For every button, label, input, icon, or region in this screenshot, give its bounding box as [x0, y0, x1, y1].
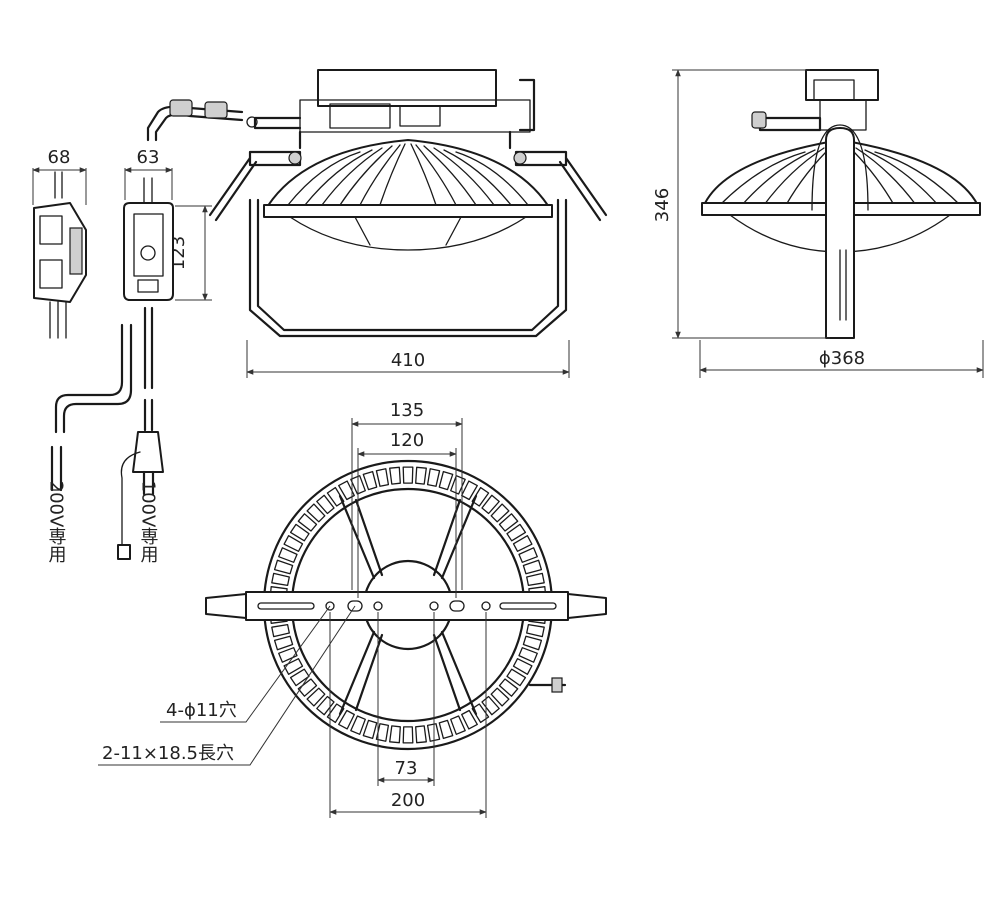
fin-block: [283, 658, 304, 675]
fin-block: [526, 572, 545, 587]
fin-block: [306, 503, 326, 523]
dim-side-diameter: ϕ368: [819, 348, 865, 369]
dim-plug100-width: 63: [137, 147, 160, 168]
dim-bottom-bracket: 200: [391, 790, 425, 811]
plug100-voltage-label: 100V専用: [138, 481, 159, 564]
fin-block: [289, 668, 310, 687]
fin-block: [518, 647, 538, 663]
fin-block: [512, 658, 533, 675]
dim-bottom-outer: 135: [390, 400, 424, 421]
fin-block: [471, 486, 490, 507]
dim-bottom-inner: 120: [390, 430, 424, 451]
fin-block: [283, 535, 304, 552]
fin-block: [426, 723, 441, 742]
fin-block: [522, 559, 543, 575]
fin-block: [490, 503, 510, 523]
side-view: 346 ϕ368: [652, 69, 984, 378]
fin-block: [481, 695, 500, 716]
fin-block: [461, 480, 478, 501]
fin-block: [362, 719, 378, 740]
fin-block: [522, 635, 543, 651]
fin-block: [326, 486, 345, 507]
fin-block: [490, 687, 510, 707]
round-hole-note: 4-ϕ11穴: [166, 700, 237, 721]
fin-block: [498, 513, 519, 532]
fin-block: [316, 494, 335, 515]
fin-block: [450, 715, 466, 735]
fin-block: [350, 475, 366, 495]
bottom-view: 135 120 73 200 4-ϕ11穴 2-11×18.5長穴: [98, 400, 607, 818]
fin-block: [271, 572, 290, 587]
fin-block: [426, 468, 441, 487]
dim-bottom-holes: 73: [395, 758, 418, 779]
fin-block: [438, 470, 454, 491]
slot-note: 2-11×18.5長穴: [102, 743, 234, 764]
fin-block: [402, 466, 414, 484]
fin-block: [273, 559, 294, 575]
fin-block: [506, 523, 527, 542]
fin-block: [297, 513, 318, 532]
fin-block: [512, 535, 533, 552]
fin-block: [481, 494, 500, 515]
fin-block: [438, 719, 454, 740]
fin-block: [526, 623, 545, 638]
fin-block: [306, 687, 326, 707]
fin-block: [389, 725, 401, 744]
fin-block: [375, 468, 390, 487]
fin-block: [278, 647, 298, 663]
plug-100v-view: 63 123 100V専用: [117, 147, 212, 564]
front-view: 410: [146, 69, 608, 378]
fin-block: [273, 635, 294, 651]
fin-block: [297, 678, 318, 697]
fin-block: [289, 523, 310, 542]
fin-block: [415, 725, 427, 744]
fin-block: [362, 470, 378, 491]
fin-block: [326, 703, 345, 724]
fin-block: [375, 723, 390, 742]
fin-block: [506, 668, 527, 687]
fin-block: [271, 623, 290, 638]
dim-front-width: 410: [391, 350, 425, 371]
fin-block: [338, 709, 355, 730]
fin-block: [518, 547, 538, 563]
fin-ring: [269, 466, 547, 744]
fin-block: [278, 547, 298, 563]
dim-plug200-width: 68: [48, 147, 71, 168]
fin-block: [389, 466, 401, 485]
fin-block: [415, 466, 427, 485]
fin-block: [498, 678, 519, 697]
plug200-voltage-label: 200V専用: [46, 481, 67, 564]
fin-block: [402, 726, 414, 744]
fin-block: [350, 715, 366, 735]
fin-block: [450, 475, 466, 495]
fin-block: [461, 709, 478, 730]
plug-200v-view: 68 200V専用: [32, 147, 133, 564]
dim-side-height: 346: [652, 188, 673, 222]
